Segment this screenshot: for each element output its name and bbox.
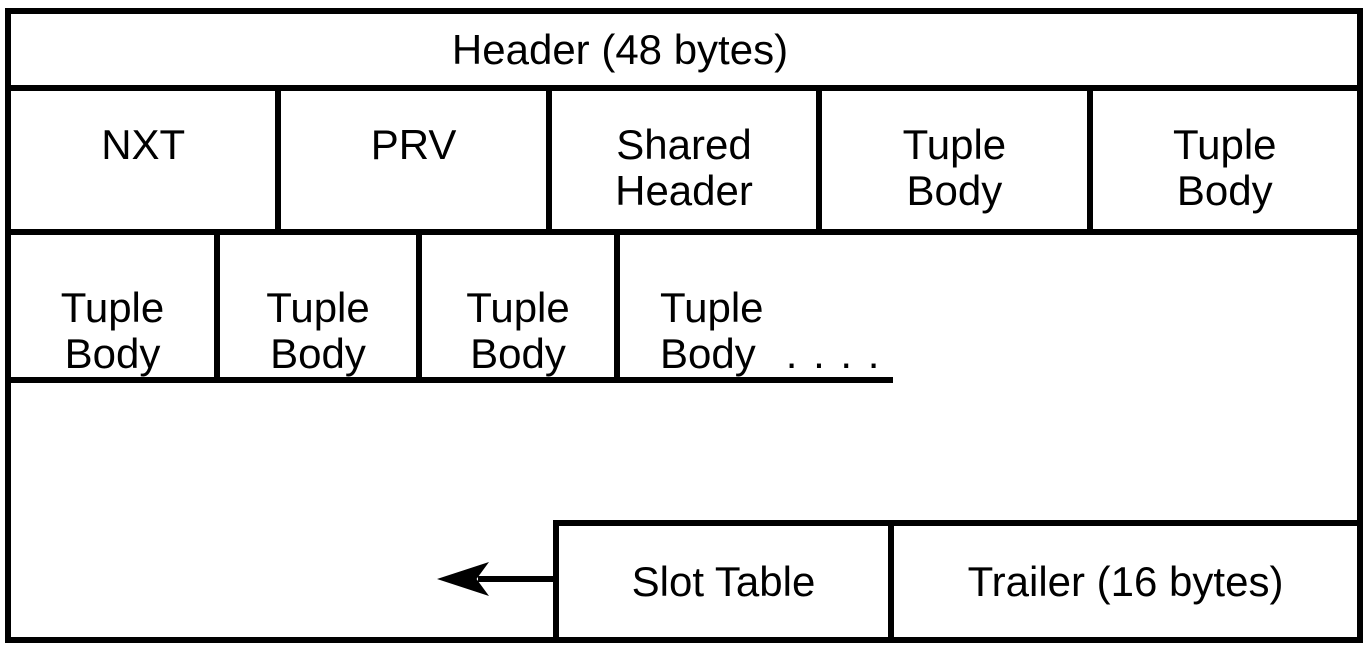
tuple-body-cell: Tuple Body (822, 91, 1087, 229)
arrow-tail (478, 576, 559, 582)
tuple-body-cell: Tuple Body (220, 235, 416, 377)
cell-label: PRV (370, 121, 457, 168)
tuple-bodies-row: Tuple Body Tuple Body Tuple Body Tuple B… (11, 235, 1357, 377)
ellipsis-dots: . . . . (785, 330, 882, 377)
cell-label: Body (64, 330, 161, 377)
nxt-cell: NXT (11, 91, 276, 229)
slot-table-label: Slot Table (631, 557, 816, 605)
prv-cell: PRV (281, 91, 546, 229)
tuple-body-cell: Tuple Body (11, 235, 214, 377)
trailer-cell: Trailer (16 bytes) (888, 520, 1363, 643)
cell-label: Tuple (660, 284, 764, 331)
cell-label: NXT (101, 121, 186, 168)
shared-header-cell: Shared Header (551, 91, 817, 229)
cell-label: Tuple (60, 284, 165, 331)
cell-label: Tuple (466, 284, 570, 331)
cell-label: Body. . . . (660, 330, 882, 377)
cell-label: Body (270, 330, 366, 377)
cell-label: Tuple (1173, 121, 1277, 168)
row-divider-line (5, 229, 1363, 235)
tuple-body-cell: Tuple Body (1092, 91, 1357, 229)
cell-label: Shared (616, 121, 752, 168)
cell-label: Tuple (266, 284, 370, 331)
tuple-row-bottom-line (5, 377, 893, 383)
cell-label: Body (470, 330, 566, 377)
tuple-body-cell: Tuple Body (422, 235, 614, 377)
tuple-body-cell-open: Tuple Body. . . . (620, 235, 1357, 377)
header-divider-line (5, 85, 1363, 91)
trailer-label: Trailer (16 bytes) (967, 557, 1284, 605)
cell-label: Body (1176, 167, 1273, 214)
fixed-fields-row: NXT PRV Shared Header Tuple Body Tuple B… (11, 91, 1357, 229)
cell-label (281, 168, 545, 214)
cell-label: Tuple (902, 121, 1007, 168)
header-cell: Header (48 bytes) (5, 14, 1235, 85)
header-label: Header (48 bytes) (451, 25, 789, 73)
cell-label: Body (906, 167, 1003, 214)
cell-label (11, 168, 275, 214)
cell-label: Header (615, 167, 753, 214)
slot-table-cell: Slot Table (553, 520, 894, 643)
